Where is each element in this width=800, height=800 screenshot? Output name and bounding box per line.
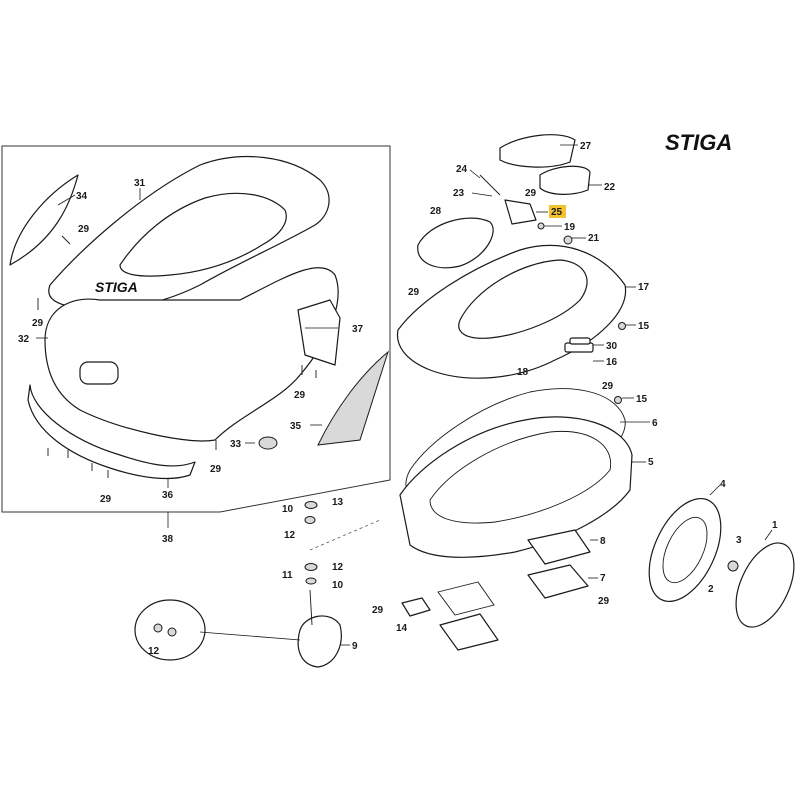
- cover-group-frame: [1, 145, 391, 513]
- callout-21: 21: [588, 233, 600, 244]
- part-27-lid: [499, 134, 576, 168]
- callout-29-i: 29: [598, 596, 610, 607]
- callout-22: 22: [604, 182, 616, 193]
- callout-14: 14: [396, 623, 408, 634]
- part-7-cover: [527, 564, 589, 599]
- callout-15-b: 15: [636, 394, 648, 405]
- callout-34: 34: [76, 191, 88, 202]
- part-8-seal: [527, 529, 591, 565]
- part-28-cover: [417, 217, 494, 269]
- callout-37: 37: [352, 324, 364, 335]
- part-12-washer-b: [304, 563, 318, 571]
- callout-9: 9: [352, 641, 358, 652]
- part-14-bracket: [401, 597, 431, 617]
- callout-27: 27: [580, 141, 592, 152]
- callout-29-d: 29: [210, 464, 222, 475]
- callout-36: 36: [162, 490, 174, 501]
- part-32-body-shell: [44, 267, 339, 442]
- part-34-window: [9, 174, 79, 266]
- callout-31: 31: [134, 178, 146, 189]
- part-35-mesh: [317, 350, 389, 446]
- cover-lower-plate: [439, 613, 499, 651]
- callout-25: 25: [551, 207, 563, 218]
- callout-29-e: 29: [100, 494, 112, 505]
- front-wheel-dashed-link: [309, 519, 381, 551]
- callout-12-b: 12: [332, 562, 344, 573]
- part-24-spring: [479, 174, 501, 196]
- callout-1: 1: [772, 520, 778, 531]
- part-4-wheel-inner: [662, 516, 708, 584]
- part-17-chassis-center: [458, 259, 588, 339]
- part-31-opening: [119, 192, 287, 277]
- callout-labels: 34 31 29 29 32 37 29 35 33 29 36 29 38 2…: [18, 141, 778, 657]
- callout-38: 38: [162, 534, 174, 545]
- highlight-part-25: [549, 205, 566, 218]
- callout-32: 32: [18, 334, 30, 345]
- callout-7: 7: [600, 573, 606, 584]
- callout-15-a: 15: [638, 321, 650, 332]
- part-5-chassis-base: [399, 416, 633, 558]
- callout-28: 28: [430, 206, 442, 217]
- callout-13: 13: [332, 497, 344, 508]
- callout-17: 17: [638, 282, 650, 293]
- part-21-knob: [563, 235, 573, 245]
- part-10-washer-b: [305, 577, 317, 585]
- leader-lines: [36, 144, 773, 646]
- callout-12-c: 12: [148, 646, 160, 657]
- callout-10-a: 10: [282, 504, 294, 515]
- callout-29-h: 29: [602, 381, 614, 392]
- callout-24: 24: [456, 164, 468, 175]
- callout-29-c: 29: [294, 390, 306, 401]
- callout-29-j: 29: [372, 605, 384, 616]
- part-37-side-panel: [297, 299, 341, 366]
- part-30-plate: [569, 337, 591, 345]
- part-12-washer-a: [153, 623, 163, 633]
- part-5-inner-cavity: [429, 430, 612, 524]
- callout-19: 19: [564, 222, 576, 233]
- part-13-washer: [304, 501, 318, 509]
- part-22-display: [539, 165, 591, 195]
- callout-10-b: 10: [332, 580, 344, 591]
- body-handle-recess: [79, 361, 119, 385]
- callout-4: 4: [720, 479, 726, 490]
- part-9-front-wheel: [297, 615, 342, 668]
- callout-2: 2: [708, 584, 714, 595]
- part-15-connector-b: [614, 396, 622, 404]
- part-10-washer-a: [167, 627, 177, 637]
- part-15-connector: [618, 322, 626, 330]
- cover-seal-lower: [437, 581, 495, 616]
- callout-18: 18: [517, 367, 529, 378]
- callout-29-a: 29: [78, 224, 90, 235]
- brand-logo: STIGA: [665, 130, 732, 155]
- callout-11: 11: [282, 570, 293, 581]
- callout-12-a: 12: [284, 530, 296, 541]
- part-36-bumper: [27, 384, 196, 480]
- part-12-washer: [304, 516, 316, 524]
- part-4-wheel: [648, 497, 722, 603]
- part-19-pin: [537, 222, 545, 230]
- callout-16: 16: [606, 357, 618, 368]
- callout-35: 35: [290, 421, 302, 432]
- part-33-knob: [258, 436, 278, 450]
- callout-33: 33: [230, 439, 242, 450]
- callout-29-b: 29: [32, 318, 44, 329]
- front-wheel-axle: [309, 589, 313, 626]
- cover-logo: STIGA: [95, 279, 138, 295]
- callout-30: 30: [606, 341, 618, 352]
- screws-left-group: [37, 235, 317, 478]
- callout-23: 23: [453, 188, 465, 199]
- part-3-nut: [727, 560, 739, 572]
- callout-29-f: 29: [525, 188, 537, 199]
- part-25-switch: [504, 199, 537, 225]
- callout-3: 3: [736, 535, 742, 546]
- part-1-hub-cover: [735, 542, 795, 628]
- callout-29-g: 29: [408, 287, 420, 298]
- callout-6: 6: [652, 418, 658, 429]
- callout-8: 8: [600, 536, 606, 547]
- callout-5: 5: [648, 457, 654, 468]
- front-wheel-link-line: [199, 631, 301, 641]
